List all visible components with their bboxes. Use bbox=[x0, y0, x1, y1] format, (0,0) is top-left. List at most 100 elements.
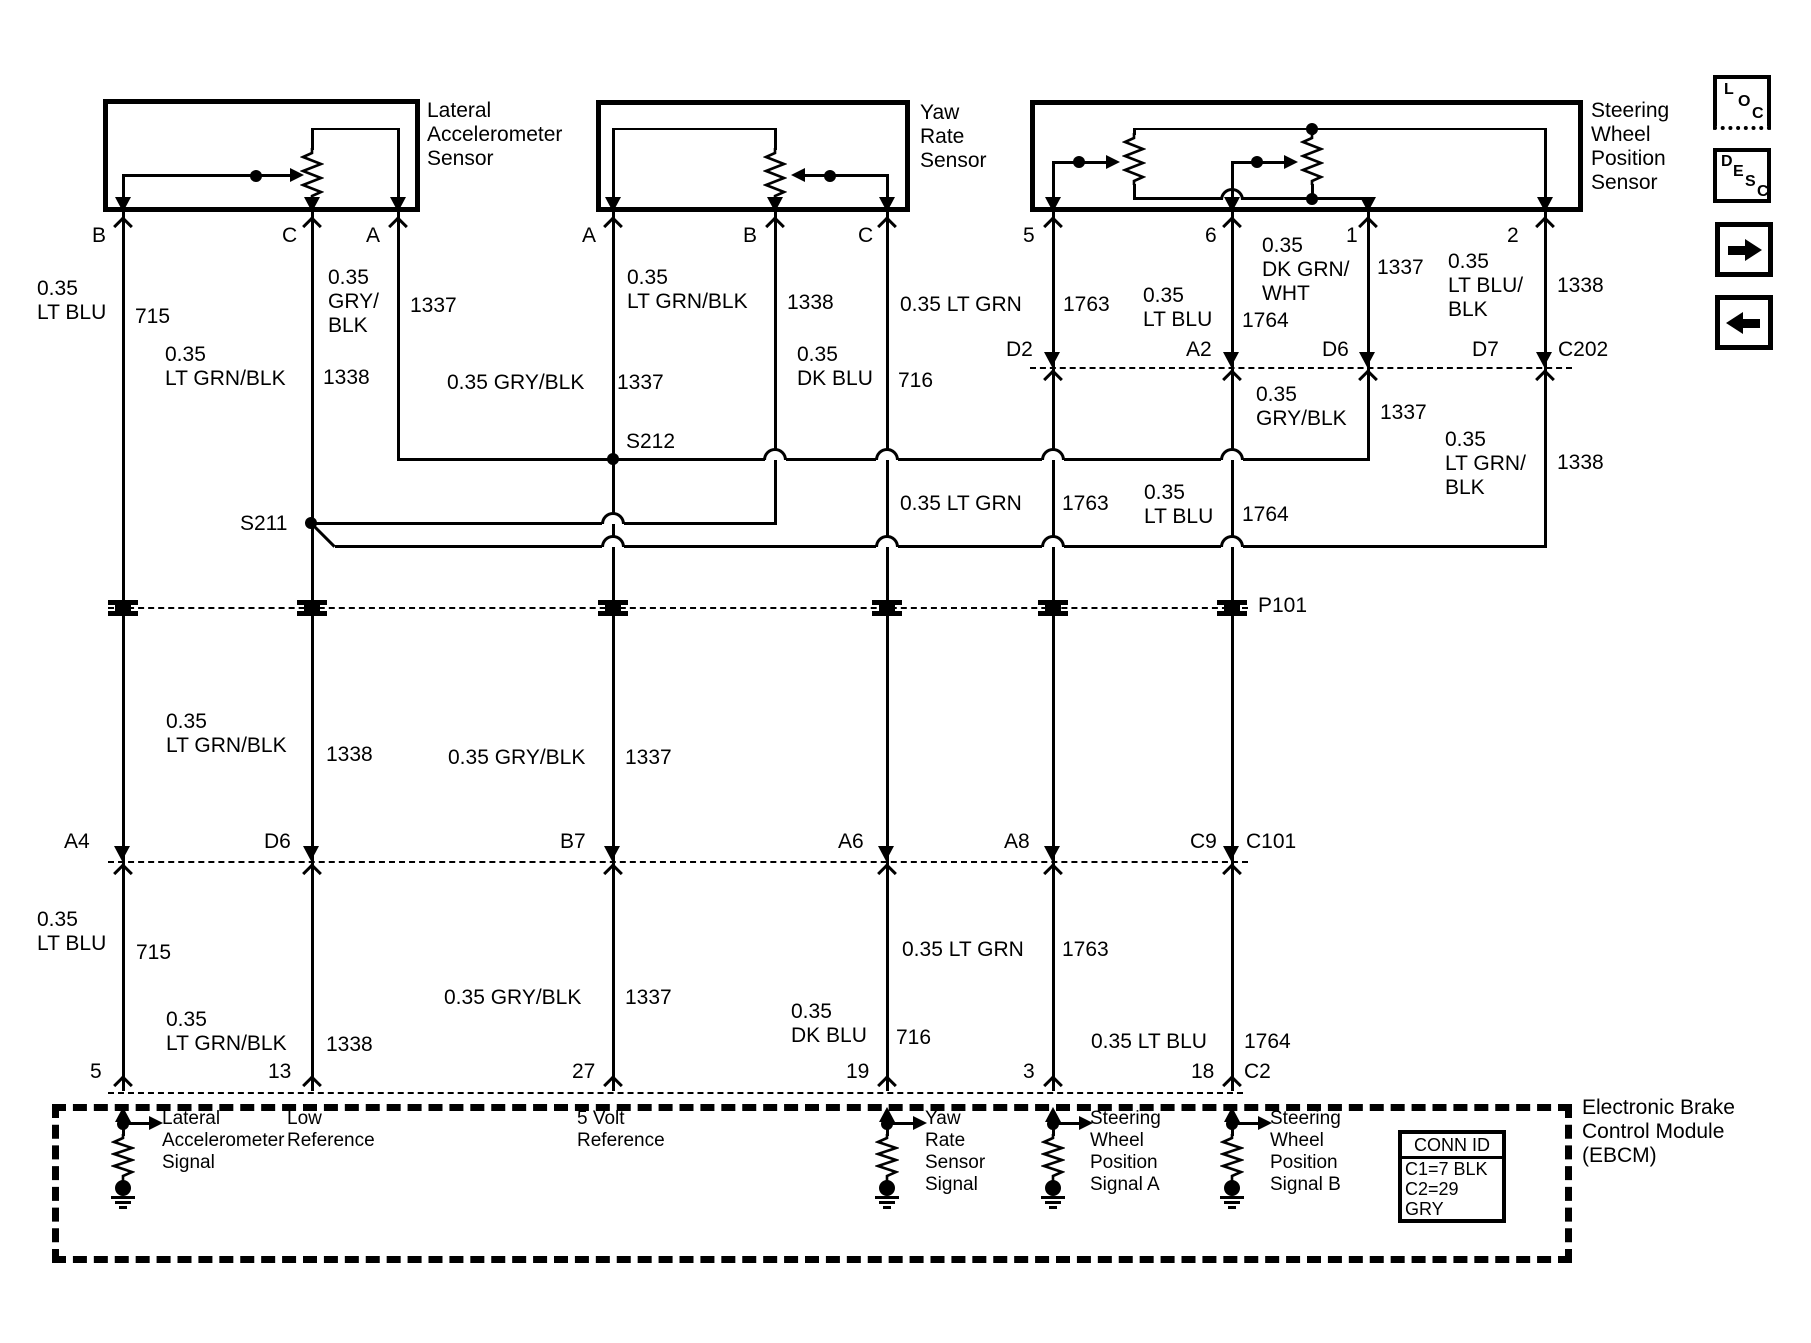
yaw-pin-b: B bbox=[743, 224, 758, 247]
conn-id-row-c1: C1=7 BLK bbox=[1405, 1159, 1488, 1179]
connector-chevron-icon bbox=[1222, 863, 1242, 883]
wire-label-circuit: 716 bbox=[896, 1026, 932, 1049]
wire-1764 bbox=[1231, 212, 1234, 1091]
steering-pin5-arrow-icon bbox=[1045, 197, 1061, 212]
ebcm-pin-3: 3 bbox=[1023, 1060, 1035, 1083]
wire-hop-icon bbox=[601, 512, 625, 524]
lateral-pinC-arrow-icon bbox=[304, 197, 320, 212]
ebcm-signal-swp-a-label: Steering Wheel Position Signal A bbox=[1090, 1108, 1161, 1195]
steering-wiper2-dot bbox=[1251, 156, 1263, 168]
back-arrow-icon bbox=[1743, 319, 1760, 328]
steering-pin5-inner-wire bbox=[1052, 162, 1055, 212]
wire-label-circuit: 715 bbox=[135, 305, 171, 328]
steering-pin6-arrow-icon bbox=[1224, 197, 1240, 212]
steering-top-junction-dot bbox=[1306, 123, 1318, 135]
lateral-resistor-top-stub bbox=[311, 128, 314, 150]
yaw-resistor-icon bbox=[763, 148, 787, 200]
ebcm-signal-arrow-icon bbox=[149, 1116, 163, 1130]
steering-pin6-inner-wire bbox=[1231, 162, 1234, 212]
wire-hop-icon bbox=[1041, 535, 1065, 547]
s212-splice-dot bbox=[607, 453, 619, 465]
forward-arrow-icon bbox=[1728, 246, 1745, 255]
ebcm-pin-27: 27 bbox=[572, 1060, 596, 1083]
ground-line-icon bbox=[119, 1206, 127, 1209]
steering-wheel-position-sensor-box bbox=[1030, 100, 1583, 212]
c101-wire-arrow-icon bbox=[114, 846, 130, 861]
ground-line-icon bbox=[875, 1196, 899, 1199]
wire-label-spec: 0.35 LT GRN/BLK bbox=[166, 710, 287, 757]
wire-label-spec: 0.35 LT BLU bbox=[1144, 481, 1214, 528]
ground-line-icon bbox=[883, 1206, 891, 1209]
wire-label-spec: 0.35 DK BLU bbox=[791, 1000, 867, 1047]
ebcm-pin-19: 19 bbox=[846, 1060, 870, 1083]
yaw-window-top-line bbox=[612, 128, 776, 130]
lateral-pinB-inner-wire bbox=[122, 176, 125, 212]
desc-button[interactable]: D E S C bbox=[1713, 148, 1771, 203]
c101-wire-arrow-icon bbox=[878, 846, 894, 861]
desc-letter: D bbox=[1721, 153, 1733, 170]
s211-diagonal-seg bbox=[310, 523, 336, 548]
lateral-pin-b: B bbox=[92, 224, 107, 247]
wire-1337-5v-ref bbox=[612, 212, 615, 1091]
connector-chevron-icon bbox=[1358, 369, 1378, 389]
wire-label-spec: 0.35 LT GRN bbox=[900, 293, 1022, 316]
wire-715 bbox=[122, 212, 125, 1091]
yaw-wiper-arrow-icon bbox=[791, 168, 805, 182]
wire-label-circuit: 1337 bbox=[410, 294, 457, 317]
ebcm-title: Electronic Brake Control Module (EBCM) bbox=[1582, 1096, 1735, 1167]
wire-label-spec: 0.35 LT BLU bbox=[37, 908, 107, 955]
wire-1338-yaw-pinB bbox=[774, 212, 777, 525]
ebcm-ground-ball-icon bbox=[1224, 1180, 1240, 1196]
ebcm-signal-yaw-label: Yaw Rate Sensor Signal bbox=[925, 1108, 986, 1195]
steering-pin2-arrow-icon bbox=[1537, 197, 1553, 212]
steering-bottom-line-seg1 bbox=[1133, 197, 1221, 200]
wire-hop-icon bbox=[875, 535, 899, 547]
wire-label-circuit: 1337 bbox=[625, 746, 672, 769]
yaw-wiper-line bbox=[805, 174, 889, 177]
ebcm-signal-line bbox=[123, 1122, 149, 1125]
wire-label-circuit: 1338 bbox=[323, 366, 370, 389]
wire-hop-icon bbox=[1220, 448, 1244, 460]
wire-label-circuit: 1763 bbox=[1062, 938, 1109, 961]
steering-r1-bottom-stub bbox=[1133, 184, 1136, 200]
c101-wire-arrow-icon bbox=[303, 846, 319, 861]
wire-hop-icon bbox=[1041, 448, 1065, 460]
ebcm-pin-18: 18 bbox=[1191, 1060, 1215, 1083]
steering-resistor2-icon bbox=[1300, 133, 1324, 185]
lateral-pinB-arrow-icon bbox=[115, 197, 131, 212]
ebcm-signal-lateral-label: Lateral Accelerometer Signal bbox=[162, 1108, 285, 1173]
s212-line-seg bbox=[397, 458, 765, 461]
ebcm-connector-c2-label: C2 bbox=[1244, 1060, 1271, 1083]
wire-hop-icon bbox=[1220, 535, 1244, 547]
connector-chevron-icon bbox=[1222, 369, 1242, 389]
wire-label-circuit: 1338 bbox=[326, 1033, 373, 1056]
p101-grommet-icon bbox=[108, 600, 138, 616]
yaw-wiper-dot bbox=[824, 170, 836, 182]
ground-line-icon bbox=[1041, 1196, 1065, 1199]
s212-line-seg bbox=[786, 458, 876, 461]
loc-letter: C bbox=[1752, 105, 1764, 122]
forward-button[interactable] bbox=[1715, 222, 1773, 277]
yaw-pinC-inner-wire bbox=[886, 176, 889, 212]
lateral-resistor-icon bbox=[300, 148, 324, 200]
s212-line-seg bbox=[1064, 458, 1221, 461]
conn-id-table: CONN ID C1=7 BLK C2=29 GRY bbox=[1398, 1130, 1506, 1223]
steering-pin-6: 6 bbox=[1205, 224, 1217, 247]
wire-label-spec: 0.35 GRY/BLK bbox=[447, 371, 585, 394]
c101-wire-arrow-icon bbox=[1223, 846, 1239, 861]
back-button[interactable] bbox=[1715, 295, 1773, 350]
ground-line-icon bbox=[1224, 1201, 1240, 1204]
wire-label-circuit: 1338 bbox=[1557, 451, 1604, 474]
s211-upper-seg bbox=[311, 522, 602, 525]
ebcm-connector-dashed-line bbox=[108, 1092, 1243, 1094]
s212-label: S212 bbox=[626, 430, 676, 453]
c202-wire-arrow-icon bbox=[1359, 352, 1375, 367]
yaw-pinA-arrow-icon bbox=[605, 197, 621, 212]
ebcm-pin-5: 5 bbox=[90, 1060, 102, 1083]
desc-letter: C bbox=[1757, 183, 1769, 200]
connector-chevron-icon bbox=[1043, 369, 1063, 389]
wire-label-circuit: 1337 bbox=[1380, 401, 1427, 424]
loc-button[interactable]: L O C bbox=[1713, 75, 1771, 130]
wire-label-spec: 0.35 LT BLU bbox=[1143, 284, 1213, 331]
